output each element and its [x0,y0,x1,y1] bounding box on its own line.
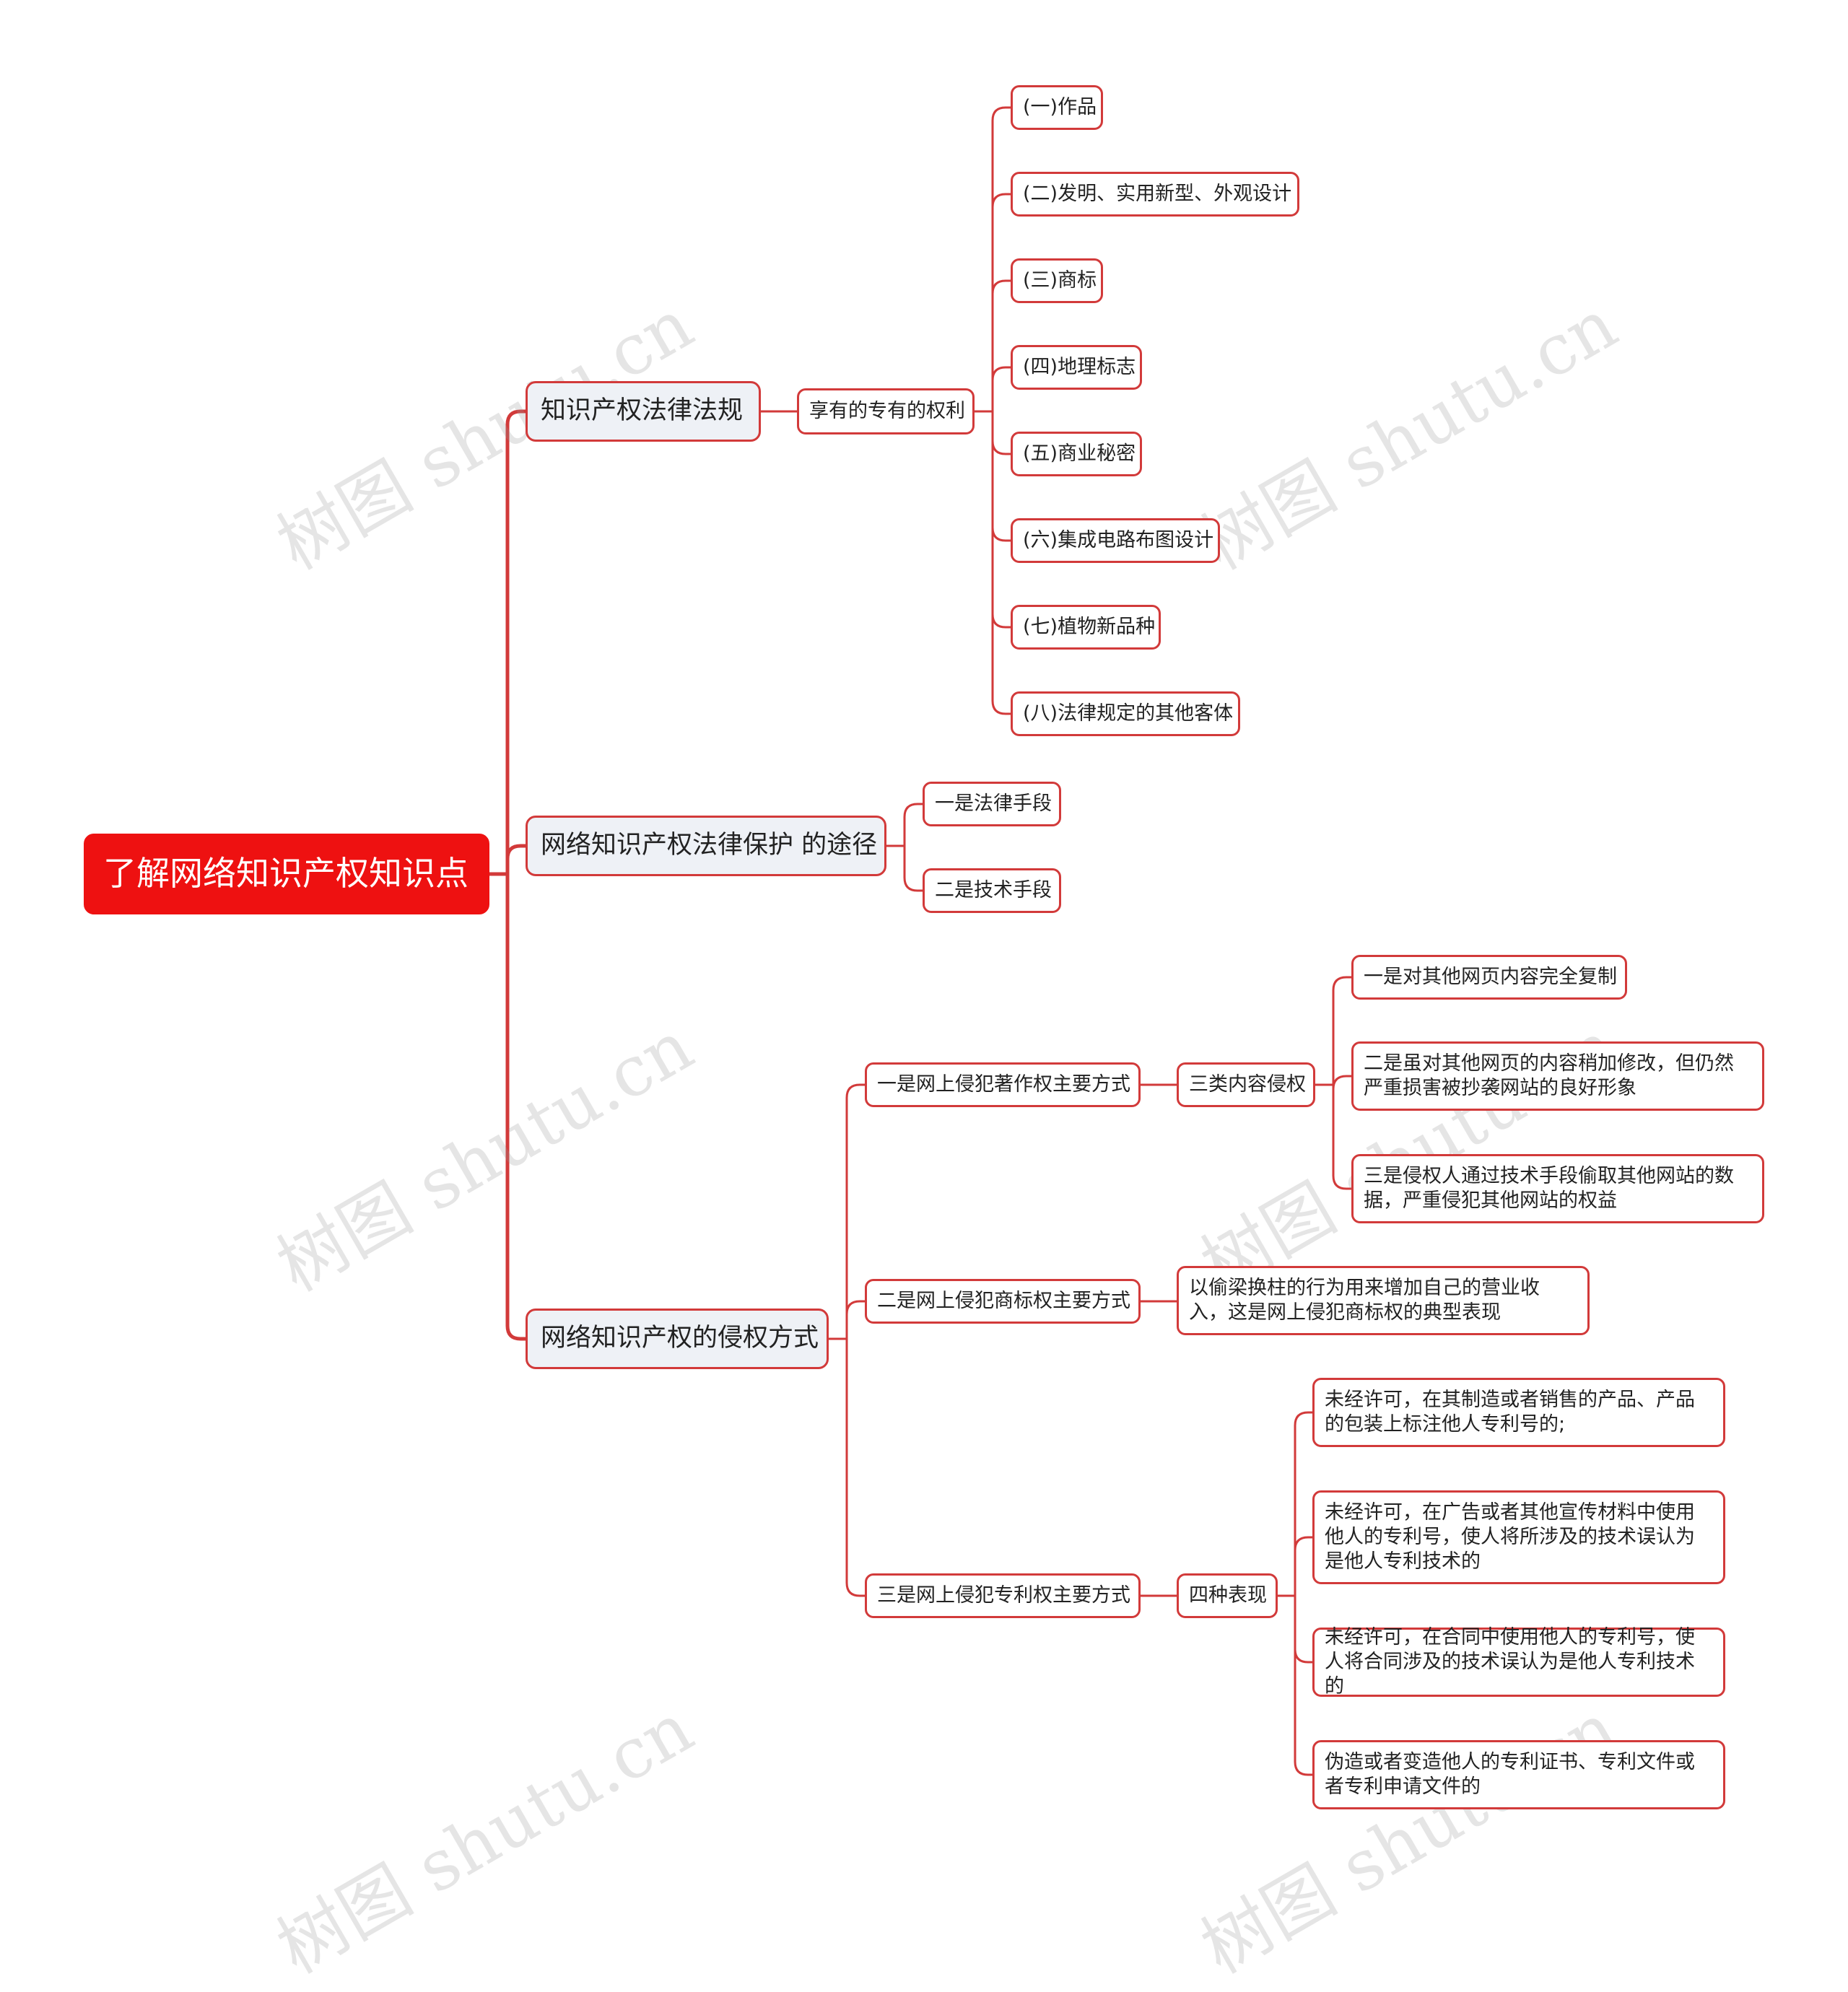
connector [845,1339,865,1597]
trademark-infringement-node[interactable]: 二是网上侵犯商标权主要方式 [865,1279,1141,1324]
connector [991,411,1011,715]
connector [991,411,1011,455]
connector [991,411,1011,542]
connector [991,193,1011,411]
connector [505,874,526,1341]
content-infringement-item[interactable]: 二是虽对其他网页的内容稍加修改，但仍然严重损害被抄袭网站的良好形象 [1351,1041,1764,1111]
connector-lines [489,106,1351,1776]
connector [505,409,526,874]
protection-item[interactable]: 二是技术手段 [923,868,1061,913]
right-item[interactable]: (二)发明、实用新型、外观设计 [1011,172,1299,217]
mind-map-canvas: 树图 shutu.cn 树图 shutu.cn 树图 shutu.cn 树图 s… [84,85,1764,1989]
branch-ip-laws[interactable]: 知识产权法律法规 [526,381,761,442]
branch-legal-protection[interactable]: 网络知识产权法律保护 的途径 [526,816,886,876]
connector [1294,1596,1312,1664]
content-infringement-item[interactable]: 三是侵权人通过技术手段偷取其他网站的数据，严重侵犯其他网站的权益 [1351,1154,1764,1223]
connector [991,279,1011,411]
connector [991,366,1011,411]
protection-item[interactable]: 一是法律手段 [923,782,1061,826]
right-item[interactable]: (四)地理标志 [1011,345,1142,390]
right-item[interactable]: (五)商业秘密 [1011,432,1142,476]
content-infringement-item[interactable]: 一是对其他网页内容完全复制 [1351,955,1627,1000]
copyright-infringement-node[interactable]: 一是网上侵犯著作权主要方式 [865,1062,1141,1107]
right-item[interactable]: (一)作品 [1011,85,1103,130]
patent-infringement-node[interactable]: 三是网上侵犯专利权主要方式 [865,1573,1141,1618]
connector [991,411,1011,629]
connector [1294,1536,1312,1596]
connector [991,106,1011,411]
connector [1332,1085,1351,1190]
connector [1294,1596,1312,1776]
branch-infringement-methods[interactable]: 网络知识产权的侵权方式 [526,1309,829,1369]
connector [1332,976,1351,1085]
trademark-infringement-item[interactable]: 以偷梁换柱的行为用来增加自己的营业收入，这是网上侵犯商标权的典型表现 [1177,1266,1590,1335]
patent-manifestation-item[interactable]: 伪造或者变造他人的专利证书、专利文件或者专利申请文件的 [1312,1740,1725,1809]
right-item[interactable]: (三)商标 [1011,258,1103,303]
node-exclusive-rights[interactable]: 享有的专有的权利 [797,388,975,434]
connector [1332,1075,1351,1090]
right-item[interactable]: (八)法律规定的其他客体 [1011,691,1240,736]
right-item[interactable]: (六)集成电路布图设计 [1011,518,1220,563]
patent-manifestation-item[interactable]: 未经许可，在其制造或者销售的产品、产品的包装上标注他人专利号的; [1312,1378,1725,1447]
connector [845,1083,865,1339]
connector [505,844,526,874]
right-item[interactable]: (七)植物新品种 [1011,605,1161,650]
four-manifestations-node[interactable]: 四种表现 [1177,1573,1278,1618]
patent-manifestation-item[interactable]: 未经许可，在广告或者其他宣传材料中使用他人的专利号，使人将所涉及的技术误认为是他… [1312,1490,1725,1584]
connector [903,846,923,892]
connector [903,803,923,846]
root-topic[interactable]: 了解网络知识产权知识点 [84,834,489,914]
connector [845,1300,865,1339]
connector [1294,1411,1312,1596]
content-infringement-node[interactable]: 三类内容侵权 [1177,1062,1315,1107]
patent-manifestation-item[interactable]: 未经许可，在合同中使用他人的专利号，使人将合同涉及的技术误认为是他人专利技术的 [1312,1626,1725,1698]
